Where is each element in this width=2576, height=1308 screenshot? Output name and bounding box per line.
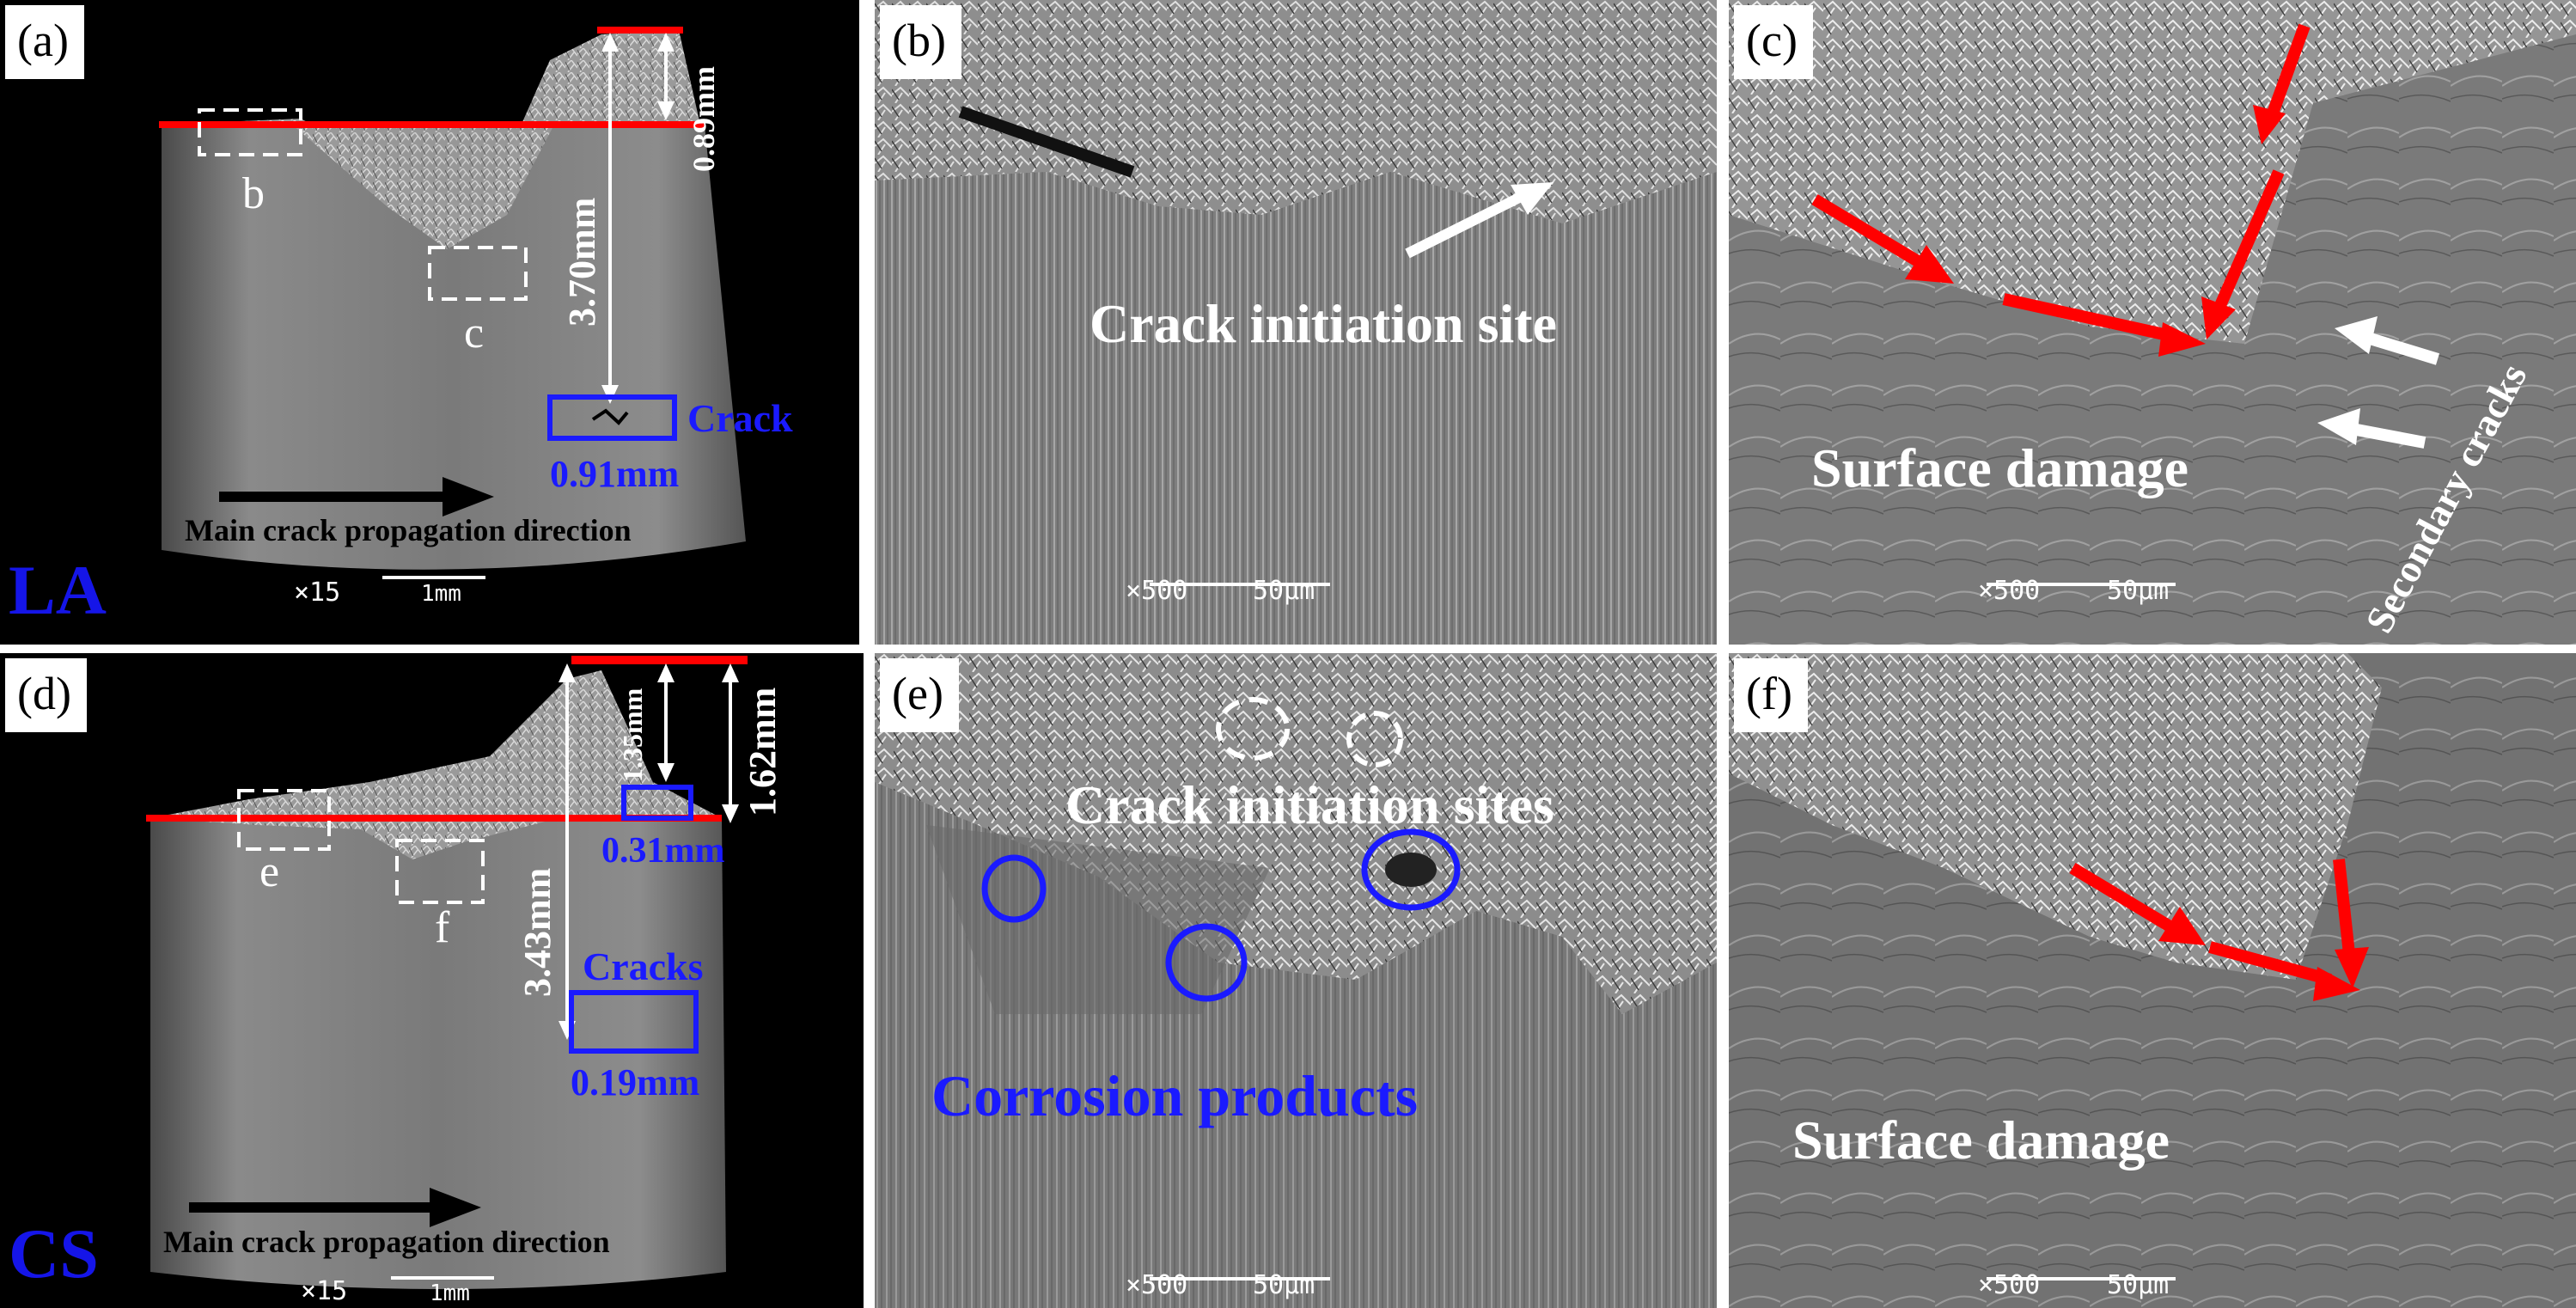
mag-c: ×500 xyxy=(1978,576,2041,606)
cracks-label-d: Cracks xyxy=(583,944,704,988)
annotation-e: Crack initiation sites xyxy=(1065,774,1554,835)
corrosion-e: Corrosion products xyxy=(931,1063,1419,1128)
mag-d: ×15 xyxy=(301,1276,348,1306)
panel-e-label: (e) xyxy=(880,658,959,732)
annotation-b: Crack initiation site xyxy=(1090,293,1557,354)
panel-a-image xyxy=(159,27,746,579)
box-label-e: e xyxy=(259,847,280,896)
scalebar-e: 50μm xyxy=(1253,1270,1315,1300)
direction-d: Main crack propagation direction xyxy=(163,1225,610,1259)
scalebar-a: 1mm xyxy=(421,581,461,607)
scalebar-c: 50μm xyxy=(2107,576,2170,606)
crack-width-a: 0.91mm xyxy=(550,453,680,495)
panel-c-image xyxy=(1729,0,2576,645)
panel-d-label: (d) xyxy=(5,658,87,732)
annotation-c: Surface damage xyxy=(1811,437,2189,498)
crack-width-small-d: 0.31mm xyxy=(601,831,725,871)
panel-d-image xyxy=(146,656,748,1289)
box-label-b: b xyxy=(242,169,265,218)
dim-short-d: 1.35mm xyxy=(617,688,648,782)
panel-b-label: (b) xyxy=(880,5,961,79)
panel-b-image xyxy=(875,0,1717,645)
panel-a-label: (a) xyxy=(5,5,84,79)
panel-a: (a) b c 0.89mm 3.70mm Crack 0.91mm Main … xyxy=(0,0,859,645)
panel-f: (f) Surface damage ×500 50μm xyxy=(1729,653,2576,1308)
crack-width-d: 0.19mm xyxy=(571,1061,700,1103)
panel-b: (b) Crack initiation site ×500 50μm xyxy=(875,0,1717,645)
crack-label-a: Crack xyxy=(687,396,793,440)
material-cs: CS xyxy=(9,1214,99,1293)
mag-f: ×500 xyxy=(1978,1270,2041,1300)
panel-e-image xyxy=(875,653,1717,1308)
box-label-f: f xyxy=(435,903,450,952)
material-la: LA xyxy=(9,551,107,629)
panel-c-label: (c) xyxy=(1734,5,1813,79)
scalebar-f: 50μm xyxy=(2107,1270,2170,1300)
mag-b: ×500 xyxy=(1126,576,1188,606)
direction-a: Main crack propagation direction xyxy=(185,513,632,547)
mag-a: ×15 xyxy=(294,578,341,608)
scalebar-b: 50μm xyxy=(1253,576,1315,606)
panel-d: (d) e f 1.35mm 1.62mm 3.43mm 0.31mm Crac… xyxy=(0,653,864,1308)
dim-top-a: 0.89mm xyxy=(687,66,721,172)
panel-f-image xyxy=(1729,653,2576,1308)
scalebar-d: 1mm xyxy=(430,1280,470,1306)
dim-long-a: 3.70mm xyxy=(561,197,603,327)
panel-c: (c) Surface damage Secondary cracks ×500… xyxy=(1729,0,2576,645)
box-label-c: c xyxy=(464,309,485,358)
dim-top-d: 1.62mm xyxy=(742,687,784,816)
panel-f-label: (f) xyxy=(1734,658,1808,732)
annotation-f: Surface damage xyxy=(1792,1109,2170,1170)
dim-long-d: 3.43mm xyxy=(516,867,559,997)
mag-e: ×500 xyxy=(1126,1270,1188,1300)
panel-e: (e) Crack initiation sites Corrosion pro… xyxy=(875,653,1717,1308)
